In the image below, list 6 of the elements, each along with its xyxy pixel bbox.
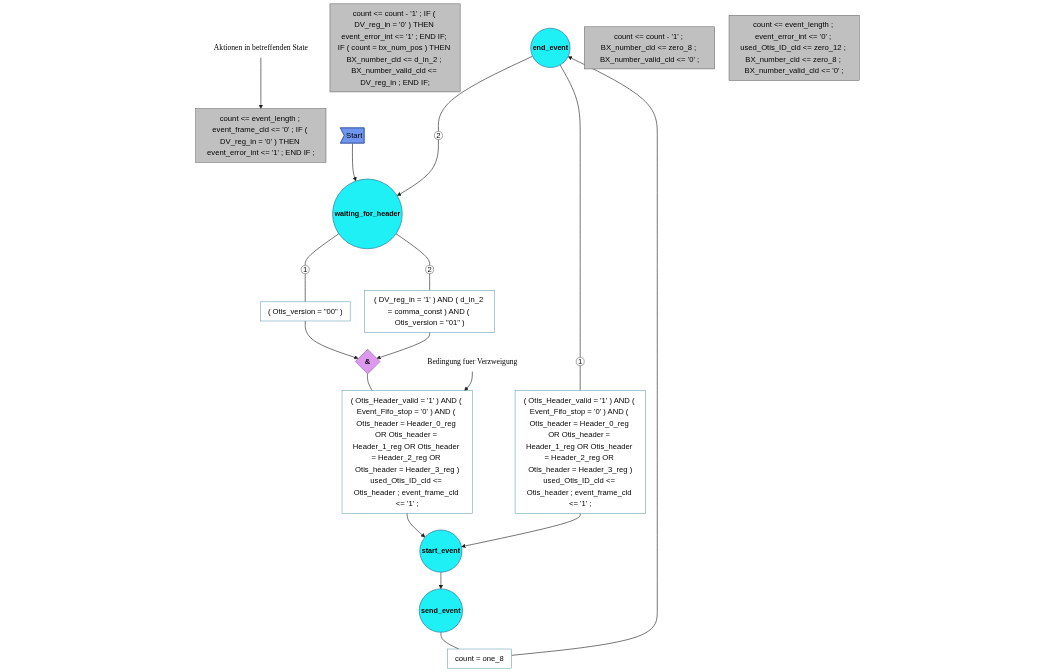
connector: [304, 233, 340, 266]
connector: [367, 373, 373, 391]
connector: [438, 55, 533, 132]
connector: [395, 233, 430, 266]
connector: [440, 631, 460, 650]
connector: [559, 64, 581, 358]
